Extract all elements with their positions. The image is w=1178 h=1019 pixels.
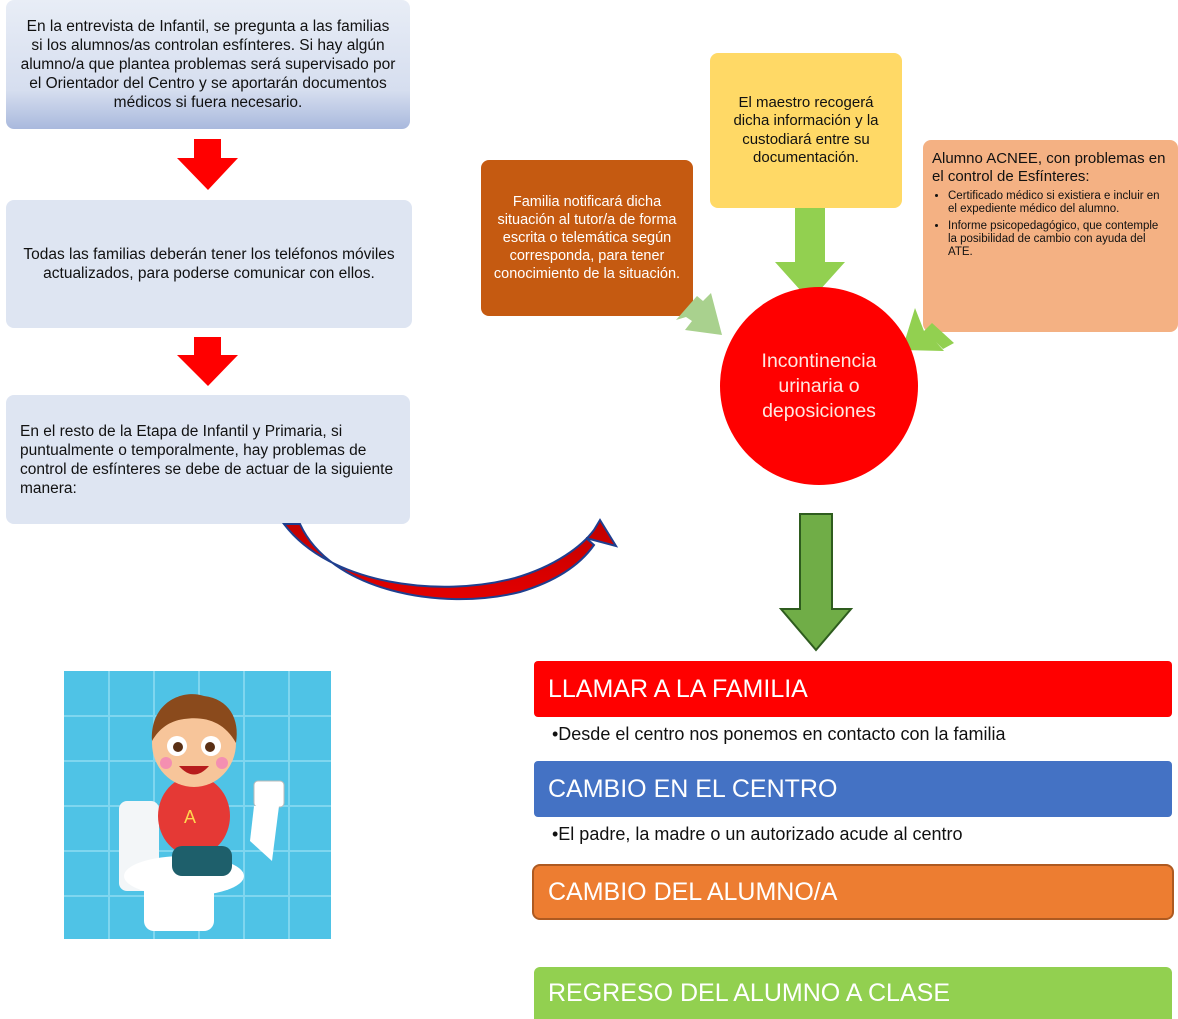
phones-text: Todas las familias deberán tener los tel… — [23, 246, 395, 282]
step-sub: •Desde el centro nos ponemos en contacto… — [552, 724, 1006, 744]
incontinence-text: Incontinencia urinaria o deposiciones — [761, 349, 877, 422]
arrow-from-family — [676, 293, 722, 335]
step-label: CAMBIO EN EL CENTRO — [548, 774, 838, 803]
step-sub: •El padre, la madre o un autorizado acud… — [552, 824, 963, 844]
interview-box: En la entrevista de Infantil, se pregunt… — [6, 0, 410, 129]
rest-stage-box: En el resto de la Etapa de Infantil y Pr… — [6, 395, 410, 524]
arrow-from-acnee — [902, 308, 954, 351]
step-label: LLAMAR A LA FAMILIA — [548, 674, 808, 703]
step-label: CAMBIO DEL ALUMNO/A — [548, 877, 838, 906]
step-change-student: CAMBIO DEL ALUMNO/A — [532, 864, 1174, 920]
incontinence-circle: Incontinencia urinaria o deposiciones — [720, 287, 918, 485]
curved-arrow — [281, 518, 619, 601]
teacher-box: El maestro recogerá dicha información y … — [710, 53, 902, 208]
phones-box: Todas las familias deberán tener los tel… — [6, 200, 412, 328]
family-notify-box: Familia notificará dicha situación al tu… — [481, 160, 693, 316]
down-arrow-1 — [177, 139, 238, 190]
down-arrow-2 — [177, 337, 238, 386]
arrow-to-steps — [778, 513, 854, 652]
step-return-class: REGRESO DEL ALUMNO A CLASE — [534, 967, 1172, 1019]
acnee-item: Informe psicopedagógico, que contemple l… — [948, 220, 1170, 259]
arrow-from-teacher — [775, 208, 845, 301]
step-change-center: CAMBIO EN EL CENTRO — [534, 761, 1172, 817]
acnee-item: Certificado médico si existiera e inclui… — [948, 190, 1170, 216]
rest-stage-text: En el resto de la Etapa de Infantil y Pr… — [20, 422, 394, 497]
toilet-boy-illustration: A — [64, 671, 331, 939]
acnee-title: Alumno ACNEE, con problemas en el contro… — [932, 150, 1166, 185]
svg-text:A: A — [184, 807, 196, 827]
acnee-list: Certificado médico si existiera e inclui… — [932, 190, 1170, 259]
step-call-family: LLAMAR A LA FAMILIA — [534, 661, 1172, 717]
family-notify-text: Familia notificará dicha situación al tu… — [493, 194, 681, 282]
interview-text: En la entrevista de Infantil, se pregunt… — [20, 18, 396, 111]
acnee-box: Alumno ACNEE, con problemas en el contro… — [923, 140, 1178, 332]
step-label: REGRESO DEL ALUMNO A CLASE — [548, 978, 950, 1007]
teacher-text: El maestro recogerá dicha información y … — [733, 93, 879, 167]
